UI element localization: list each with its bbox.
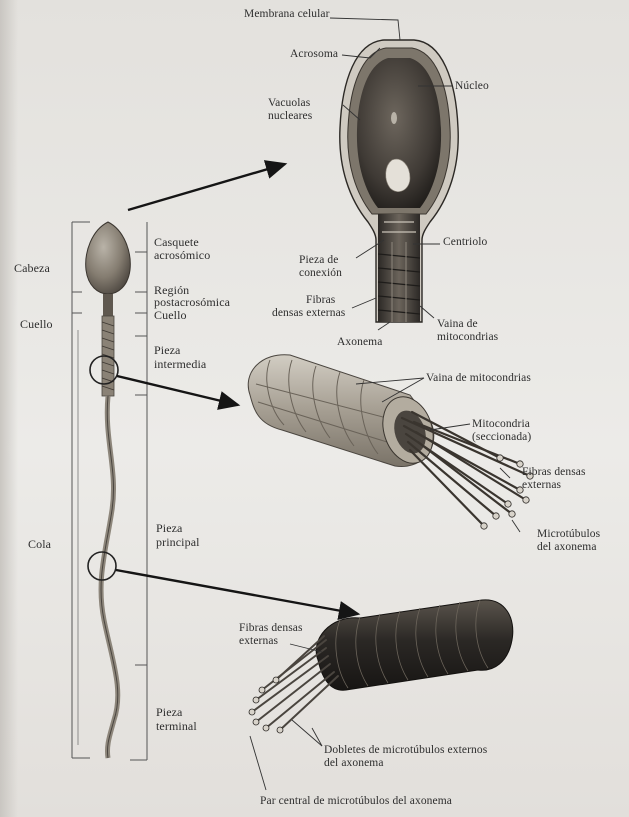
label-cuello-right: Cuello [154, 309, 187, 322]
label-pieza-intermedia-line1: Pieza [154, 344, 181, 357]
label-mitocondria-line1: Mitocondria [472, 418, 530, 430]
label-dobletes-line2: del axonema [324, 757, 384, 769]
connecting-piece [378, 214, 420, 242]
overview-head [86, 222, 131, 294]
overview-neck [103, 294, 113, 316]
label-fibras-top-line1: Fibras [306, 294, 335, 306]
label-pieza-terminal-line1: Pieza [156, 706, 183, 719]
label-pieza-principal-line2: principal [156, 536, 200, 549]
label-microtubulos-line1: Microtúbulos [537, 528, 600, 540]
label-casquete-line2: acrosómico [154, 249, 210, 262]
label-fibras-top-line2: densas externas [272, 307, 345, 319]
arrow-to-midpiece-detail [117, 376, 238, 405]
label-mitocondria-line2: (seccionada) [472, 431, 531, 443]
label-axonema: Axonema [337, 336, 382, 348]
tail-detail [249, 600, 513, 733]
label-vaina-top-line2: mitocondrias [437, 331, 498, 343]
label-nucleo: Núcleo [455, 80, 489, 92]
label-fibras-low-line1: Fibras densas [239, 622, 303, 634]
arrow-to-tail-detail [116, 570, 358, 614]
label-microtubulos-line2: del axonema [537, 541, 597, 553]
label-dobletes-line1: Dobletes de microtúbulos externos [324, 744, 487, 756]
label-vaina-mid: Vaina de mitocondrias [426, 372, 531, 384]
label-cabeza: Cabeza [14, 262, 50, 275]
arrow-to-head-detail [128, 164, 285, 210]
label-fibras-mid-line1: Fibras densas [522, 466, 586, 478]
fibrous-sheath-tube [316, 600, 513, 690]
head-detail [340, 40, 458, 322]
label-vaina-top-line1: Vaina de [437, 318, 478, 330]
label-acrosoma: Acrosoma [290, 48, 338, 60]
label-membrana-celular: Membrana celular [244, 8, 330, 20]
label-cola: Cola [28, 538, 51, 551]
label-fibras-low-line2: externas [239, 635, 278, 647]
label-vacuolas-line1: Vacuolas [268, 97, 310, 109]
label-fibras-mid-line2: externas [522, 479, 561, 491]
overview-sperm [72, 222, 147, 760]
label-pieza-conexion-line2: conexión [299, 267, 342, 279]
label-pieza-terminal-line2: terminal [156, 720, 197, 733]
label-pieza-principal-line1: Pieza [156, 522, 183, 535]
label-par-central: Par central de microtúbulos del axonema [260, 795, 452, 807]
small-vacuole [391, 112, 397, 124]
label-pieza-intermedia-line2: intermedia [154, 358, 206, 371]
label-cuello-left: Cuello [20, 318, 53, 331]
label-vacuolas-line2: nucleares [268, 110, 312, 122]
label-pieza-conexion-line1: Pieza de [299, 254, 338, 266]
label-centriolo: Centriolo [443, 236, 487, 248]
